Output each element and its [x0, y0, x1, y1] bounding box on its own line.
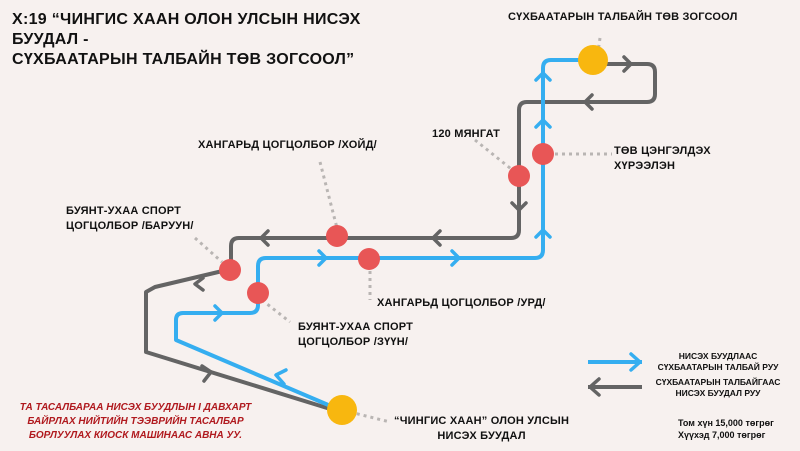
return-arrow-3 [510, 201, 528, 212]
ticket-note-line3: БОРЛУУЛАХ КИОСК МАШИНААС АВНА УУ. [28, 430, 243, 441]
return-arrow-4 [431, 229, 442, 247]
label-sukhbaatar-square: СҮХБААТАРЫН ТАЛБАЙН ТӨВ ЗОГСООЛ [508, 11, 738, 23]
label-buyant-west-line2: ЦОГЦОЛБОР /БАРУУН/ [66, 220, 194, 232]
legend-outbound-arrow [629, 352, 642, 372]
label-buyant-west: БУЯНТ-УХАА СПОРТ ЦОГЦОЛБОР /БАРУУН/ [66, 204, 194, 234]
label-central-stadium-line1: ТӨВ ЦЭНГЭЛДЭХ [614, 145, 711, 157]
outbound-arrow-5 [534, 228, 552, 239]
ticket-note: ТА ТАСАЛБАРАА НИСЭХ БУУДЛЫН I ДАВХАРТ БА… [8, 401, 263, 443]
legend-return-arrow [588, 377, 601, 397]
return-arrows [193, 55, 633, 383]
legend-swatches [588, 352, 642, 397]
label-buyant-east: БУЯНТ-УХАА СПОРТ ЦОГЦОЛБОР /ЗҮҮН/ [298, 320, 413, 350]
return-route-line [144, 62, 657, 414]
legend-return-line2: НИСЭХ БУУДАЛ РУУ [675, 388, 761, 398]
title-line-2: СҮХБААТАРЫН ТАЛБАЙН ТӨВ ЗОГСООЛ” [12, 51, 355, 68]
label-khangard-north: ХАНГАРЬД ЦОГЦОЛБОР /ХОЙД/ [198, 139, 377, 151]
leader-buyant-east [261, 298, 291, 324]
leader-buyant-west [194, 236, 223, 264]
ticket-note-line1: ТА ТАСАЛБАРАА НИСЭХ БУУДЛЫН I ДАВХАРТ [19, 402, 252, 413]
return-arrow-1 [622, 55, 633, 73]
return-arrow-2 [583, 93, 594, 111]
leader-sukhbaatar [596, 37, 602, 53]
page-title: Х:19 “ЧИНГИС ХААН ОЛОН УЛСЫН НИСЭХ БУУДА… [12, 10, 412, 70]
outbound-arrow-2 [213, 304, 224, 322]
leader-120mangat [474, 138, 516, 174]
stop-khangard-south [358, 248, 380, 270]
stop-central-stadium [532, 143, 554, 165]
outbound-arrows [213, 71, 552, 386]
legend-return-label: СҮХБААТАРЫН ТАЛБАЙГААС НИСЭХ БУУДАЛ РУУ [648, 377, 788, 399]
legend-outbound-line2: СҮХБААТАРЫН ТАЛБАЙ РУУ [657, 362, 779, 372]
fare-info: Том хүн 15,000 төгрөг Хүүхэд 7,000 төгрө… [678, 417, 774, 441]
return-arrow-7 [200, 364, 213, 383]
stop-buyant-east [247, 282, 269, 304]
return-arrow-6 [193, 276, 205, 292]
label-airport-line2: НИСЭХ БУУДАЛ [437, 430, 526, 442]
outbound-route-line [174, 58, 593, 412]
outbound-arrow-1 [274, 368, 288, 386]
leader-lines [194, 37, 612, 424]
label-central-stadium: ТӨВ ЦЭНГЭЛДЭХ ХҮРЭЭЛЭН [614, 144, 711, 174]
outbound-arrow-6 [534, 118, 552, 129]
outbound-arrow-4 [450, 249, 461, 267]
legend-return-line1: СҮХБААТАРЫН ТАЛБАЙГААС [655, 377, 781, 387]
fare-child: Хүүхэд 7,000 төгрөг [678, 430, 766, 440]
outbound-arrow-3 [317, 249, 328, 267]
title-line-1: Х:19 “ЧИНГИС ХААН ОЛОН УЛСЫН НИСЭХ БУУДА… [12, 11, 361, 48]
ticket-note-line2: БАЙРЛАХ НИЙТИЙН ТЭЭВРИЙН ТАСАЛБАР [27, 416, 244, 427]
fare-adult: Том хүн 15,000 төгрөг [678, 418, 774, 428]
label-120-mangat: 120 МЯНГАТ [432, 128, 501, 140]
stop-khangard-north [326, 225, 348, 247]
label-central-stadium-line2: ХҮРЭЭЛЭН [614, 160, 676, 172]
leader-khangard-north [318, 161, 339, 229]
legend-outbound-label: НИСЭХ БУУДЛААС СҮХБААТАРЫН ТАЛБАЙ РУУ [648, 351, 788, 373]
outbound-arrow-7 [534, 71, 552, 82]
return-arrow-5 [259, 229, 270, 247]
label-airport-line1: “ЧИНГИС ХААН” ОЛОН УЛСЫН [394, 415, 570, 427]
label-buyant-east-line2: ЦОГЦОЛБОР /ЗҮҮН/ [298, 336, 409, 348]
stop-120-mangat [508, 165, 530, 187]
label-khangard-south: ХАНГАРЬД ЦОГЦОЛБОР /УРД/ [377, 297, 546, 309]
terminal-airport [327, 395, 357, 425]
label-buyant-east-line1: БУЯНТ-УХАА СПОРТ [298, 321, 414, 333]
stop-buyant-west [219, 259, 241, 281]
label-airport: “ЧИНГИС ХААН” ОЛОН УЛСЫН НИСЭХ БУУДАЛ [394, 414, 569, 444]
label-buyant-west-line1: БУЯНТ-УХАА СПОРТ [66, 205, 182, 217]
legend-outbound-line1: НИСЭХ БУУДЛААС [678, 351, 758, 361]
terminal-sukhbaatar-square [578, 45, 608, 75]
